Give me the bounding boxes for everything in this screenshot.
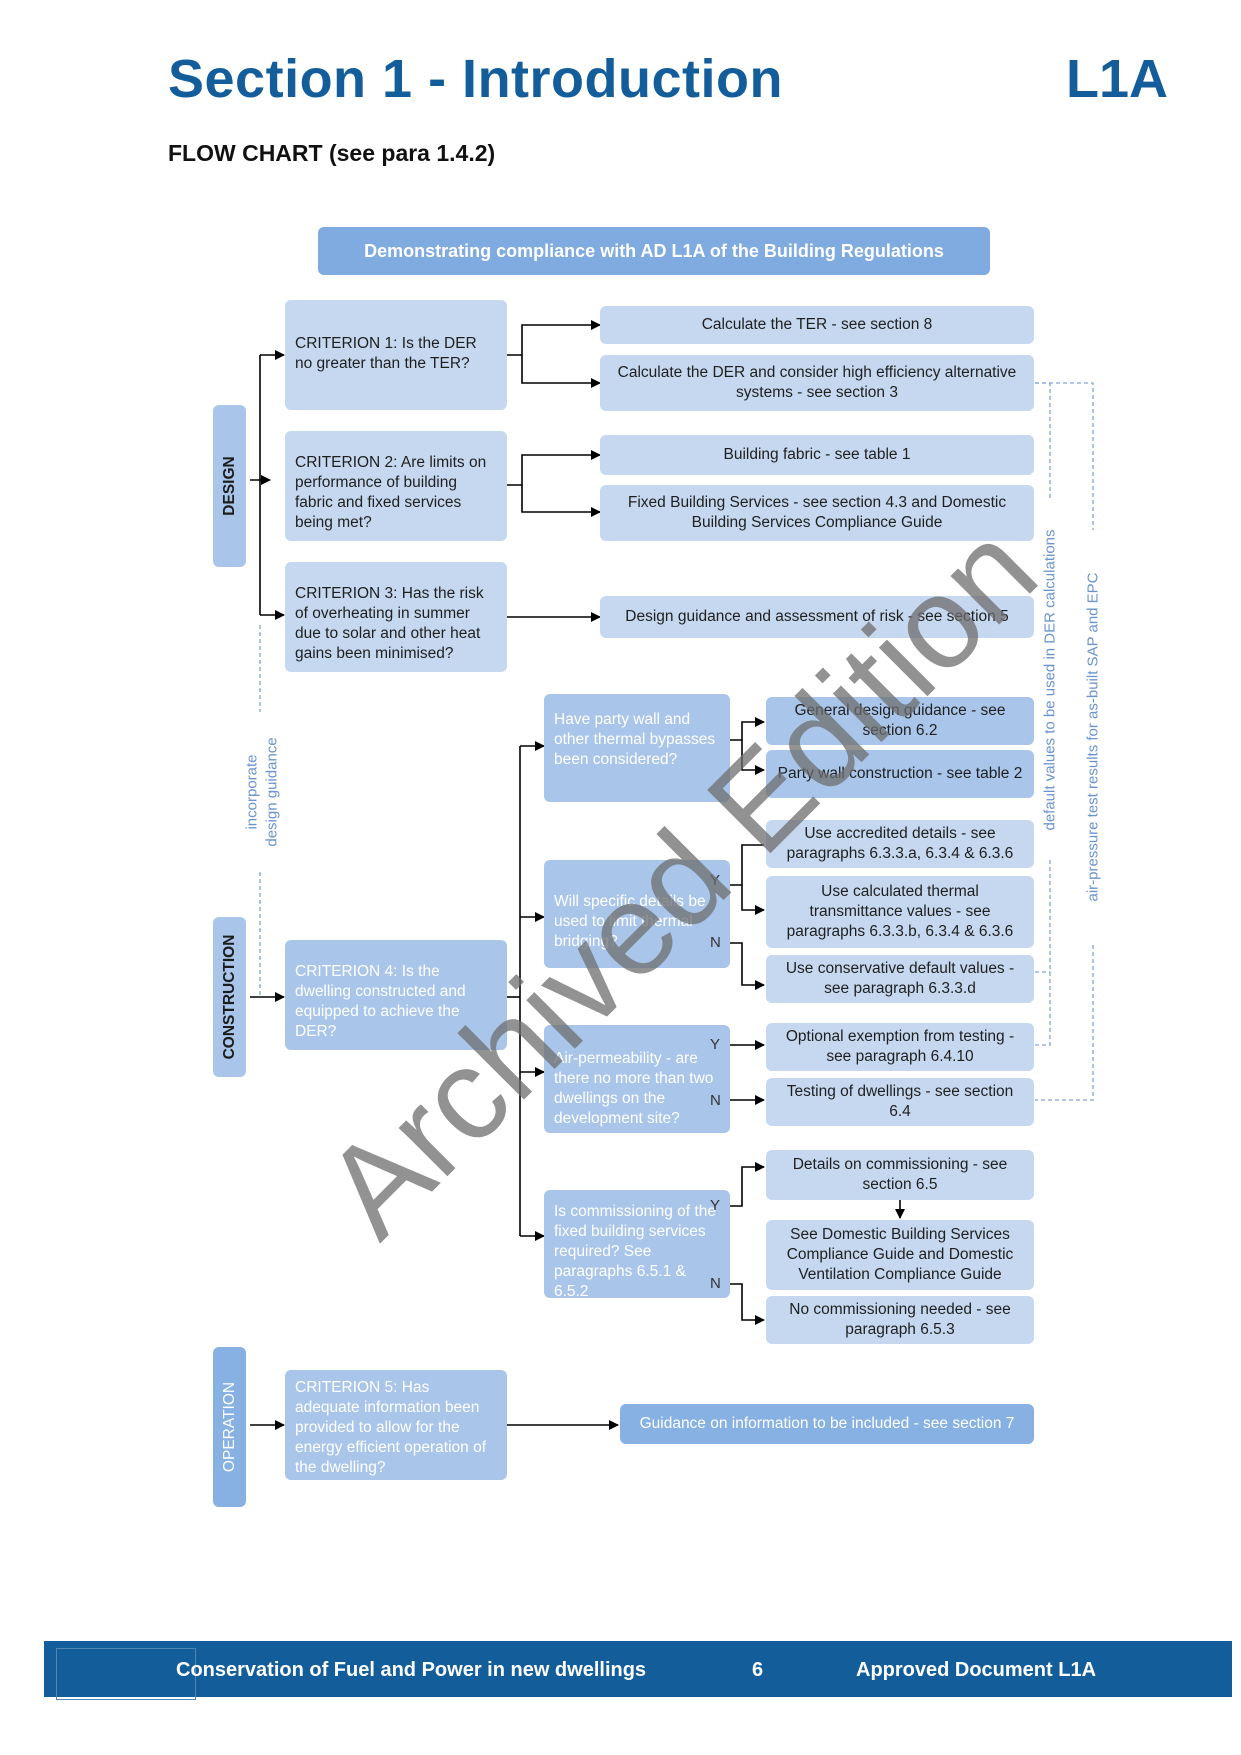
outcome-ter: Calculate the TER - see section 8 xyxy=(600,306,1034,344)
outcome-der: Calculate the DER and consider high effi… xyxy=(600,355,1034,411)
answer-calculated-values: Use calculated thermal transmittance val… xyxy=(766,876,1034,948)
flow-chart-heading: FLOW CHART (see para 1.4.2) xyxy=(168,140,496,166)
page-title: Section 1 - Introduction xyxy=(168,49,783,109)
answer-no-label: N xyxy=(710,934,721,951)
side-label-air-pressure: air-pressure test results for as-built S… xyxy=(1084,572,1102,902)
answer-no-label: N xyxy=(710,1275,721,1292)
outcome-overheating: Design guidance and assessment of risk -… xyxy=(600,596,1034,638)
phase-design: DESIGN xyxy=(213,405,246,567)
criterion-1-text: CRITERION 1: Is the DER no greater than … xyxy=(295,335,477,372)
footer-document-name: Approved Document L1A xyxy=(856,1659,1097,1681)
criterion-4: CRITERION 4: Is the dwelling constructed… xyxy=(285,940,507,1050)
side-label-default-values: default values to be used in DER calcula… xyxy=(1041,529,1059,831)
answer-exemption: Optional exemption from testing - see pa… xyxy=(766,1023,1034,1071)
answer-no-label: N xyxy=(710,1092,721,1109)
criterion-3-text: CRITERION 3: Has the risk of overheating… xyxy=(295,585,484,662)
question-air-permeability-text: Air-permeability - are there no more tha… xyxy=(554,1050,714,1127)
footer-document-title: Conservation of Fuel and Power in new dw… xyxy=(176,1659,647,1681)
criterion-4-text: CRITERION 4: Is the dwelling constructed… xyxy=(295,963,466,1040)
criterion-1: CRITERION 1: Is the DER no greater than … xyxy=(285,300,507,410)
answer-yes-label: Y xyxy=(710,1197,721,1214)
question-commissioning: Is commissioning of the fixed building s… xyxy=(544,1190,730,1300)
phase-operation-label: OPERATION xyxy=(220,1381,238,1473)
outcome-services: Fixed Building Services - see section 4.… xyxy=(600,485,1034,541)
question-thermal-bridging: Will specific details be used to limit t… xyxy=(544,860,730,968)
side-label-design-guidance: design guidance xyxy=(263,737,281,847)
answer-compliance-guides: See Domestic Building Services Complianc… xyxy=(766,1220,1034,1290)
answer-party-wall: Party wall construction - see table 2 xyxy=(766,750,1034,798)
answer-yes-label: Y xyxy=(710,1036,721,1053)
criterion-3: CRITERION 3: Has the risk of overheating… xyxy=(285,562,507,672)
criterion-2: CRITERION 2: Are limits on performance o… xyxy=(285,431,507,541)
question-party-wall-text: Have party wall and other thermal bypass… xyxy=(554,711,716,768)
phase-operation: OPERATION xyxy=(213,1347,246,1507)
answer-yes-label: Y xyxy=(710,872,721,889)
question-party-wall: Have party wall and other thermal bypass… xyxy=(544,694,730,802)
flow-title-box: Demonstrating compliance with AD L1A of … xyxy=(318,227,990,275)
criterion-5: CRITERION 5: Has adequate information be… xyxy=(285,1370,507,1480)
phase-construction-label: CONSTRUCTION xyxy=(220,934,238,1060)
outcome-fabric: Building fabric - see table 1 xyxy=(600,435,1034,475)
answer-no-commissioning: No commissioning needed - see paragraph … xyxy=(766,1296,1034,1344)
answer-accredited-details: Use accredited details - see paragraphs … xyxy=(766,820,1034,868)
footer-page-number: 6 xyxy=(752,1659,764,1681)
phase-construction: CONSTRUCTION xyxy=(213,917,246,1077)
side-label-incorporate: incorporate xyxy=(243,754,261,830)
question-thermal-bridging-text: Will specific details be used to limit t… xyxy=(554,893,706,950)
criterion-5-text: CRITERION 5: Has adequate information be… xyxy=(295,1379,487,1476)
question-commissioning-text: Is commissioning of the fixed building s… xyxy=(554,1203,716,1300)
footer-panel xyxy=(56,1648,196,1700)
outcome-information: Guidance on information to be included -… xyxy=(620,1404,1034,1444)
answer-commissioning-details: Details on commissioning - see section 6… xyxy=(766,1150,1034,1200)
document-code: L1A xyxy=(1066,49,1169,109)
page-footer: Conservation of Fuel and Power in new dw… xyxy=(44,1641,1232,1700)
phase-design-label: DESIGN xyxy=(220,456,238,516)
answer-conservative-values: Use conservative default values - see pa… xyxy=(766,955,1034,1003)
criterion-2-text: CRITERION 2: Are limits on performance o… xyxy=(295,454,487,531)
answer-general-guidance: General design guidance - see section 6.… xyxy=(766,697,1034,745)
question-air-permeability: Air-permeability - are there no more tha… xyxy=(544,1025,730,1133)
answer-testing: Testing of dwellings - see section 6.4 xyxy=(766,1078,1034,1126)
